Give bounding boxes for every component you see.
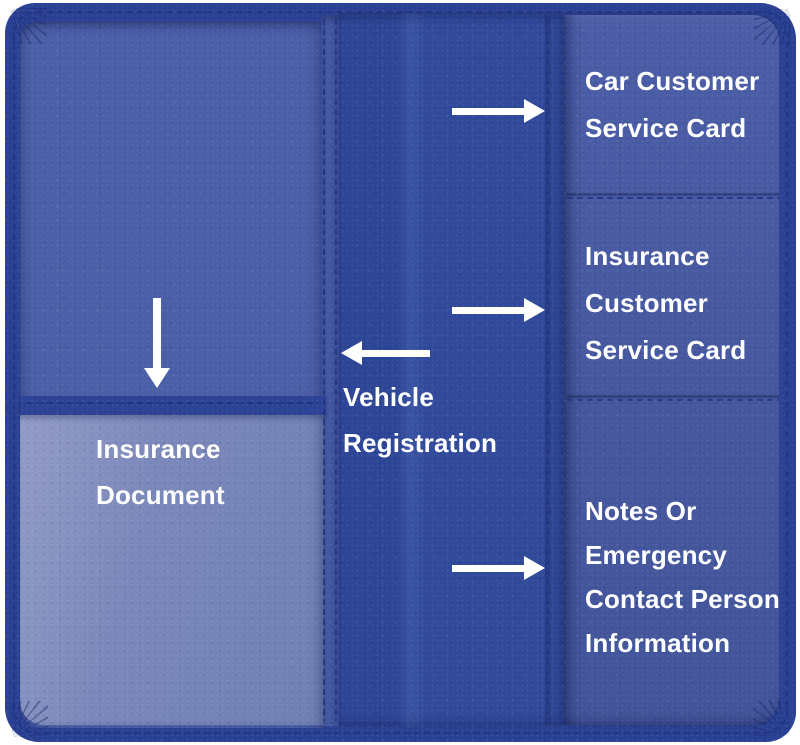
stitch-line: [567, 399, 779, 401]
label-line: Vehicle: [343, 382, 435, 412]
insurance-card-arrow-icon: [452, 298, 545, 322]
vehicle-registration-arrow-icon: [341, 341, 430, 365]
stitch-line: [561, 19, 563, 721]
insurance-document-pocket: [20, 415, 324, 725]
label-line: Contact Person: [585, 584, 780, 614]
stitch-line: [335, 19, 337, 721]
arrow-shaft: [452, 306, 524, 314]
arrow-shaft: [153, 298, 161, 368]
label-line: Car Customer: [585, 66, 760, 96]
label-line: Customer: [585, 288, 708, 318]
arrow-head: [144, 368, 170, 388]
center-fold-seam: [321, 15, 339, 726]
card-pocket-seam: [545, 15, 564, 725]
insurance-document-label: Insurance Document: [96, 426, 225, 518]
arrow-head: [524, 298, 545, 322]
label-line: Information: [585, 628, 731, 658]
stitch-line: [323, 19, 325, 721]
vehicle-registration-label: Vehicle Registration: [343, 374, 497, 466]
car-customer-service-card-label: Car Customer Service Card: [585, 58, 759, 152]
label-line: Emergency: [585, 540, 727, 570]
notes-arrow-icon: [452, 556, 545, 580]
label-line: Service Card: [585, 335, 747, 365]
stitch-line: [27, 402, 319, 404]
arrow-shaft: [452, 107, 524, 115]
notes-emergency-contact-label: Notes Or Emergency Contact Person Inform…: [585, 489, 780, 665]
insurance-document-arrow-icon: [144, 298, 170, 388]
insurance-customer-service-card-label: Insurance Customer Service Card: [585, 233, 746, 374]
arrow-head: [524, 556, 545, 580]
pocket-divider: [567, 193, 779, 196]
label-line: Insurance: [96, 434, 221, 464]
label-line: Notes Or: [585, 496, 697, 526]
stitch-line: [567, 197, 779, 199]
arrow-shaft: [362, 349, 430, 357]
label-line: Document: [96, 480, 225, 510]
stitch-line: [547, 19, 549, 721]
label-line: Insurance: [585, 241, 710, 271]
card-pocket-column: [564, 15, 779, 725]
label-line: Service Card: [585, 113, 747, 143]
arrow-head: [341, 341, 362, 365]
pocket-divider: [567, 395, 779, 398]
arrow-shaft: [452, 564, 524, 572]
document-pocket-binding: [20, 396, 326, 415]
arrow-head: [524, 99, 545, 123]
car-card-arrow-icon: [452, 99, 545, 123]
label-line: Registration: [343, 428, 498, 458]
